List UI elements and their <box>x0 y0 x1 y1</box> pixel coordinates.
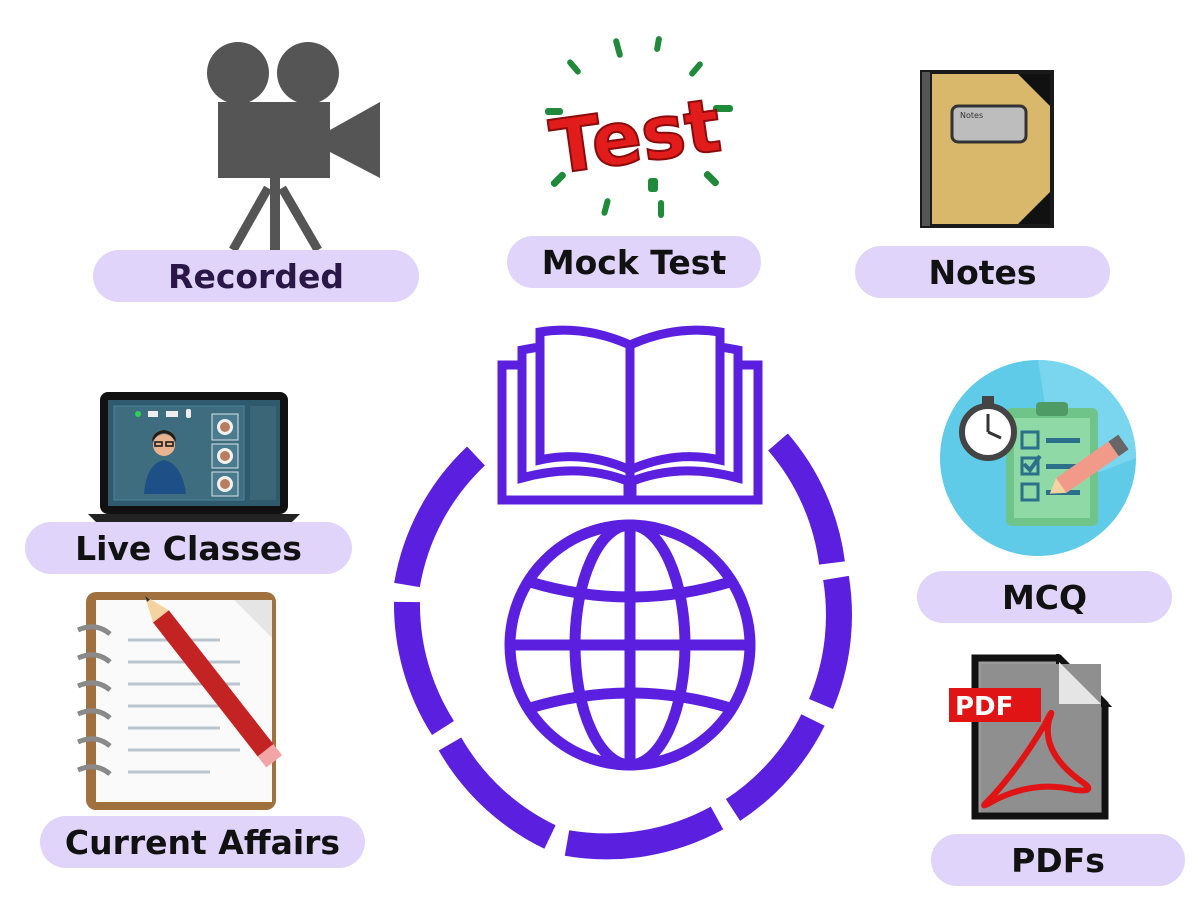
ring-segment <box>725 714 825 821</box>
pdf-file-icon: PDF <box>949 654 1113 820</box>
live-classes-label: Live Classes <box>25 522 352 574</box>
pdfs-label: PDFs <box>931 834 1185 886</box>
ring-segment <box>564 806 724 860</box>
notebook-icon: Notes <box>920 70 1054 228</box>
ring-segment <box>808 575 852 710</box>
mcq-label: MCQ <box>917 571 1172 623</box>
ring-segment <box>394 446 486 588</box>
notebook-cover-text: Notes <box>960 111 983 120</box>
video-camera-icon <box>207 42 380 252</box>
book-globe-icon <box>393 325 852 860</box>
mock-test-label: Mock Test <box>507 236 761 288</box>
test-word: Test <box>545 83 726 192</box>
pdf-tag-text: PDF <box>955 692 1013 722</box>
ring-segment <box>438 737 556 849</box>
recorded-label: Recorded <box>93 250 419 302</box>
notepad-pencil-icon <box>76 592 283 810</box>
mock-test-icon: Test <box>544 36 733 218</box>
ring-segment <box>393 601 455 735</box>
notes-label: Notes <box>855 246 1110 298</box>
online-class-laptop-icon <box>88 392 300 524</box>
ring-segment <box>768 433 845 565</box>
mcq-checklist-icon <box>940 360 1136 556</box>
current-affairs-label: Current Affairs <box>40 816 365 868</box>
